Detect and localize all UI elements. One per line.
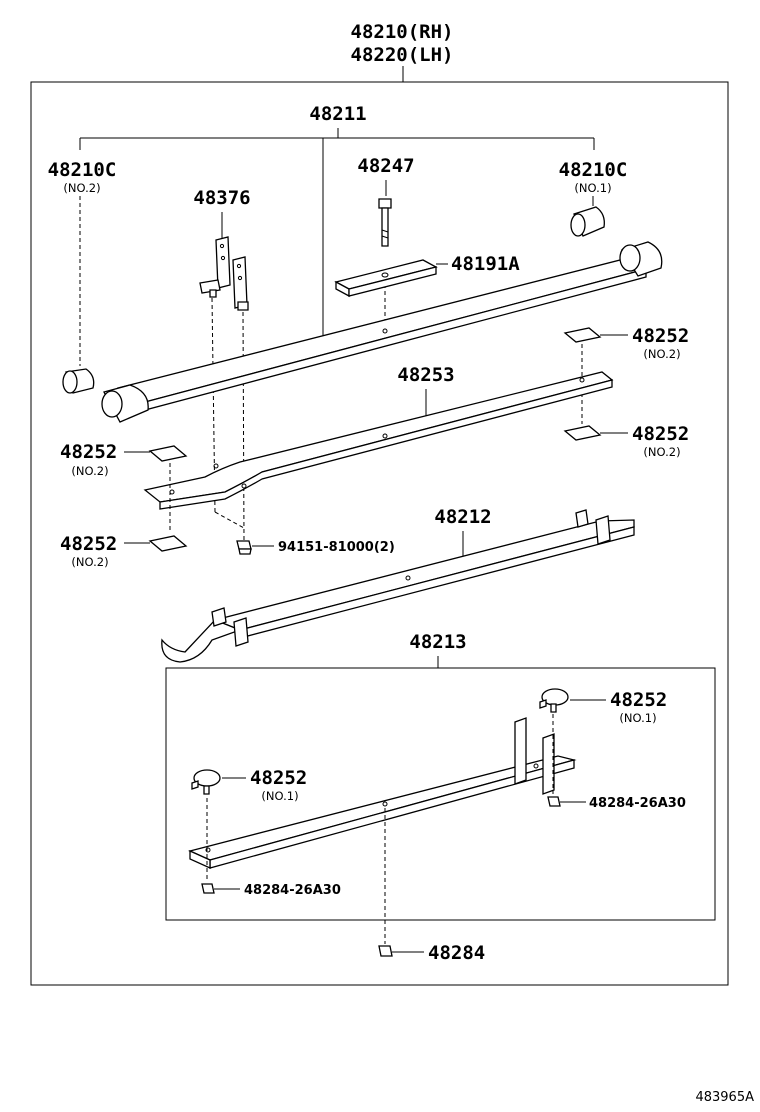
part-label-48252-pad-right: 48252: [610, 689, 667, 711]
nut-right: [547, 796, 561, 807]
bushing-right: [570, 206, 605, 237]
part-sub-48252-pad-right: (NO.1): [619, 711, 656, 725]
part-label-48252-right-bottom: 48252: [632, 423, 689, 445]
insert-pad-right-bottom: [563, 425, 602, 441]
sub-assembly-frame: [165, 667, 716, 921]
part-sub-48252-right-bottom: (NO.2): [643, 445, 680, 459]
insert-pad-left-top: [148, 445, 188, 462]
fourth-leaf: [188, 717, 577, 870]
part-label-48284-26a30-left: 48284-26A30: [244, 883, 341, 898]
rubber-pad-right: [539, 688, 569, 713]
part-sub-48210c-right: (NO.1): [574, 181, 611, 195]
third-leaf: [161, 509, 635, 663]
second-leaf: [143, 371, 614, 510]
clip-bolt: [236, 540, 252, 555]
assembly-number-lh: 48220(LH): [351, 44, 454, 66]
part-label-48210c-right: 48210C: [559, 159, 628, 181]
part-label-48247: 48247: [357, 155, 414, 177]
part-sub-48252-left-top: (NO.2): [71, 464, 108, 478]
part-label-48252-pad-left: 48252: [250, 767, 307, 789]
part-label-48253: 48253: [397, 364, 454, 386]
part-sub-48252-right-top: (NO.2): [643, 347, 680, 361]
part-sub-48210c-left: (NO.2): [63, 181, 100, 195]
insert-pad-left-bottom: [148, 535, 188, 552]
center-bolt: [378, 198, 392, 247]
main-leaf-spring: [101, 241, 663, 423]
bushing-left: [62, 368, 95, 394]
part-label-48284: 48284: [428, 942, 485, 964]
assembly-frame: [30, 81, 729, 986]
part-sub-48252-left-bottom: (NO.2): [71, 555, 108, 569]
drawing-number: 483965A: [695, 1090, 754, 1105]
rubber-pad-left: [191, 769, 221, 795]
insert-pad-right-top: [563, 327, 602, 343]
part-label-48376: 48376: [193, 187, 250, 209]
part-label-48211: 48211: [309, 103, 366, 125]
assembly-number-rh: 48210(RH): [351, 21, 454, 43]
part-label-48252-left-top: 48252: [60, 441, 117, 463]
spring-clip: [199, 236, 249, 311]
spacer-plate: [334, 259, 438, 298]
part-label-48284-26a30-right: 48284-26A30: [589, 796, 686, 811]
part-label-48212: 48212: [434, 506, 491, 528]
part-label-48213: 48213: [409, 631, 466, 653]
part-label-48252-left-bottom: 48252: [60, 533, 117, 555]
part-label-48210c-left: 48210C: [48, 159, 117, 181]
part-label-94151: 94151-81000(2): [278, 540, 395, 555]
nut-left: [201, 883, 215, 894]
center-nut: [378, 945, 393, 957]
part-label-48252-right-top: 48252: [632, 325, 689, 347]
part-sub-48252-pad-left: (NO.1): [261, 789, 298, 803]
part-label-48191a: 48191A: [451, 253, 520, 275]
